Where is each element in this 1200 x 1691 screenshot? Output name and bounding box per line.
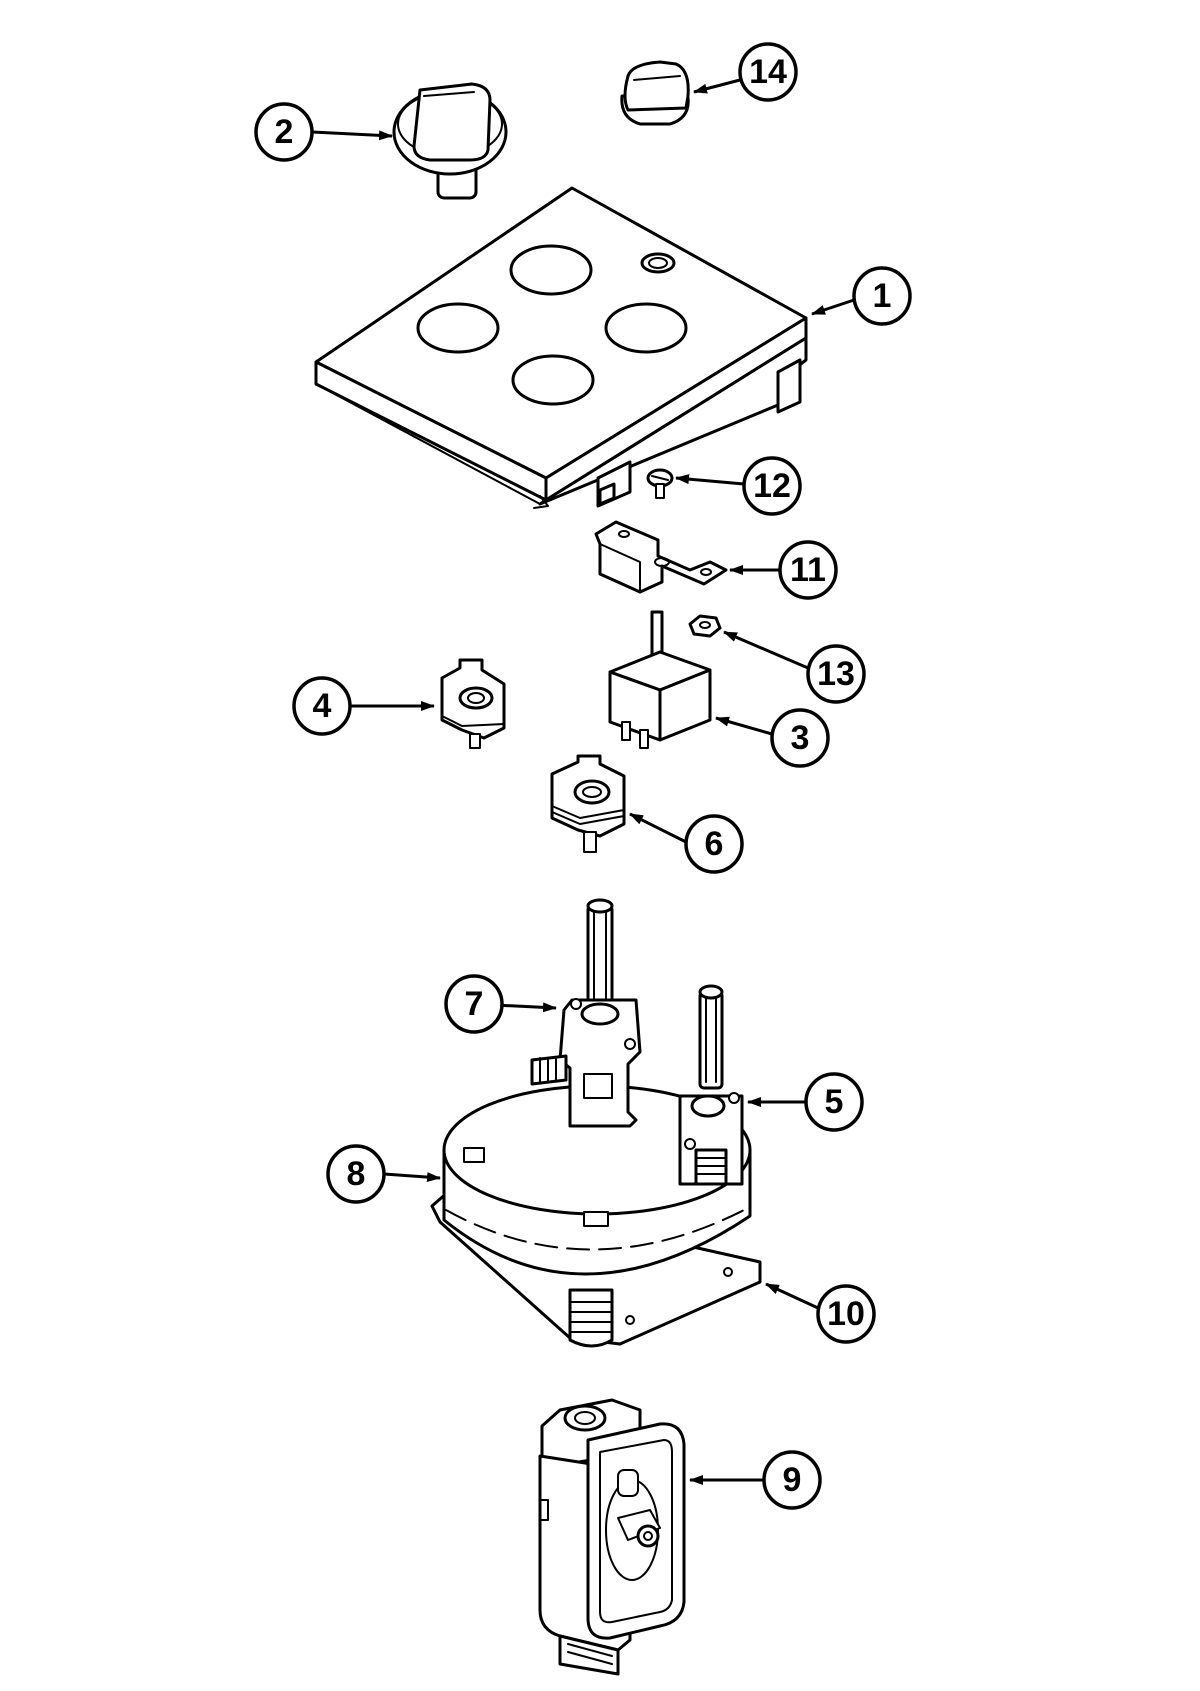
svg-text:7: 7	[465, 985, 484, 1023]
part-2-control-knob	[392, 82, 508, 200]
part-11-mounting-bracket	[594, 520, 728, 594]
callout-11: 11	[778, 540, 838, 600]
svg-text:2: 2	[275, 113, 294, 151]
arrow-8	[383, 1172, 441, 1183]
callout-7: 7	[444, 974, 504, 1034]
svg-text:12: 12	[753, 467, 791, 505]
part-13-nut	[688, 614, 722, 638]
part-4-switch-plate	[440, 658, 506, 749]
callout-3: 3	[770, 708, 830, 768]
part-3-switch	[608, 610, 712, 749]
svg-text:3: 3	[791, 719, 810, 757]
arrow-10	[765, 1282, 819, 1310]
callout-13: 13	[806, 644, 866, 704]
callout-4: 4	[292, 676, 352, 736]
callout-6: 6	[684, 814, 744, 874]
part-9-gas-valve	[538, 1398, 686, 1676]
part-1-cooktop-panel	[314, 186, 808, 509]
arrow-1	[811, 298, 855, 316]
svg-text:6: 6	[705, 825, 724, 863]
arrow-13	[723, 630, 809, 670]
callout-1: 1	[852, 266, 912, 326]
svg-text:11: 11	[790, 551, 826, 589]
svg-text:9: 9	[783, 1461, 802, 1499]
svg-text:4: 4	[313, 687, 332, 725]
callout-5: 5	[804, 1072, 864, 1132]
leader-arrows	[311, 78, 855, 1485]
arrow-3	[715, 716, 773, 736]
svg-text:13: 13	[817, 655, 855, 693]
arrow-12	[675, 474, 745, 486]
callout-2: 2	[254, 102, 314, 162]
part-6-infinite-switch	[550, 754, 626, 853]
callout-8: 8	[326, 1144, 386, 1204]
svg-text:8: 8	[347, 1155, 366, 1193]
callout-9: 9	[762, 1450, 822, 1510]
arrow-2	[311, 130, 393, 141]
callout-14: 14	[738, 42, 798, 102]
part-12-screw	[646, 468, 674, 499]
arrow-14	[693, 78, 741, 94]
part-5-valve	[678, 984, 744, 1186]
callout-10: 10	[816, 1284, 876, 1344]
part-8-regulator	[430, 1084, 762, 1348]
svg-text:5: 5	[825, 1083, 844, 1121]
part-14-small-knob	[620, 60, 690, 126]
svg-text:14: 14	[749, 53, 787, 91]
arrow-6	[629, 812, 687, 844]
svg-text:1: 1	[873, 277, 892, 315]
svg-text:10: 10	[827, 1295, 865, 1333]
part-7-valve	[530, 898, 642, 1128]
callout-12: 12	[742, 456, 802, 516]
